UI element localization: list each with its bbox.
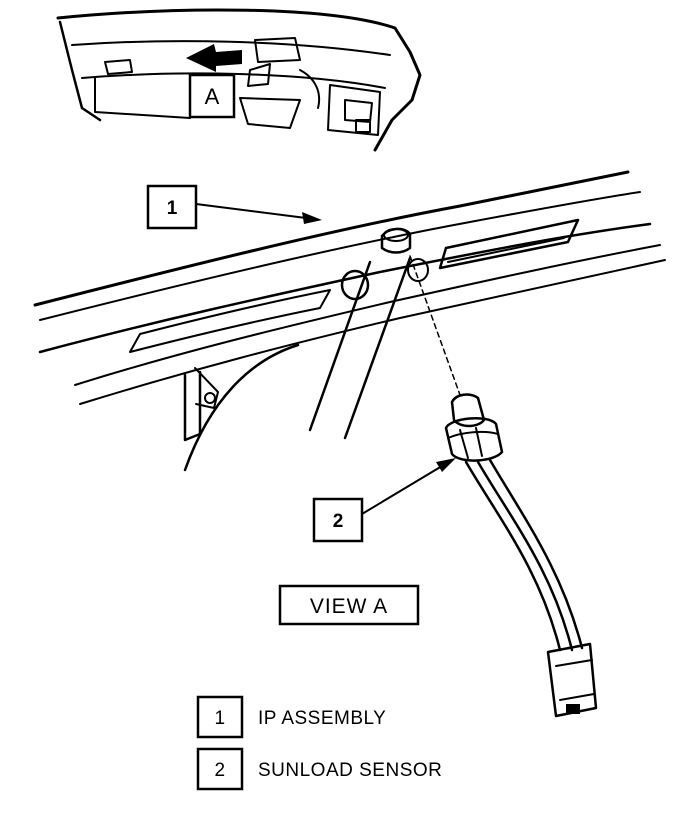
view-label-box xyxy=(278,584,420,626)
legend-item-2-text: SUNLOAD SENSOR xyxy=(258,760,442,781)
view-label-text: VIEW A xyxy=(310,595,388,618)
view-label: VIEW A xyxy=(278,584,420,626)
callout-1: 1 xyxy=(146,184,322,230)
dashboard-overview-inset: A xyxy=(56,8,422,152)
callout-2-leader xyxy=(361,465,443,515)
ip-assembly-drawing xyxy=(33,170,666,472)
callout-1-box xyxy=(146,184,198,230)
sunload-sensor xyxy=(444,393,598,718)
callout-1-leader xyxy=(195,203,307,219)
callout-1-number: 1 xyxy=(167,198,178,219)
view-a-marker: A xyxy=(205,84,220,109)
callout-2-box xyxy=(312,497,364,543)
legend-item-1-number: 1 xyxy=(214,708,225,729)
legend-item-1-text: IP ASSEMBLY xyxy=(258,708,386,729)
callout-2: 2 xyxy=(312,458,456,543)
view-a-marker-box xyxy=(188,73,236,119)
legend: 1 IP ASSEMBLY 2 SUNLOAD SENSOR xyxy=(196,695,442,791)
callout-1-arrowhead xyxy=(302,212,322,224)
callout-2-arrowhead xyxy=(436,458,456,472)
legend-item-2-number: 2 xyxy=(214,760,225,781)
callout-2-number: 2 xyxy=(333,511,344,532)
legend-item-1: 1 IP ASSEMBLY xyxy=(196,695,386,739)
legend-item-2: 2 SUNLOAD SENSOR xyxy=(196,747,442,791)
